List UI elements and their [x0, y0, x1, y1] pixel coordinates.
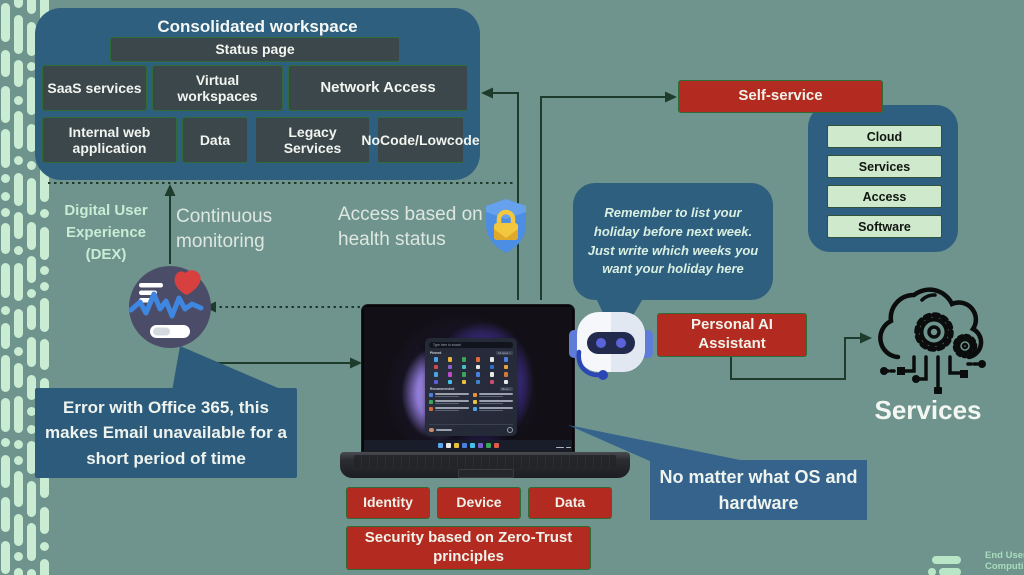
laptop-keyboard: [354, 455, 616, 468]
connector-laptop-to-workspace: [492, 92, 519, 300]
logo-line2: Computing: [985, 561, 1024, 573]
workspace-title: Consolidated workspace: [157, 17, 358, 36]
start-search-input: Type here to search: [429, 342, 513, 348]
all-apps-button: All apps >: [495, 351, 513, 355]
dex-icon: [128, 266, 211, 348]
continuous-monitoring-label: Continuous monitoring: [176, 206, 273, 253]
taskbar: [364, 440, 572, 451]
pinned-label: Pinned: [430, 351, 442, 355]
self-service-option-cloud: Cloud: [827, 125, 942, 148]
error-callout-tail: [172, 346, 285, 391]
laptop-screen: Type here to search Pinned All apps > Re…: [361, 304, 575, 452]
self-service-panel: Cloud Services Access Software: [808, 105, 958, 252]
lock-icon: [486, 199, 526, 253]
error-callout: Error with Office 365, this makes Email …: [35, 388, 297, 478]
laptop-trackpad: [458, 469, 514, 478]
recommended-list: [429, 393, 513, 411]
power-icon: [507, 427, 513, 433]
assistant-speech-bubble: Remember to list your holiday before nex…: [573, 183, 773, 300]
os-callout: No matter what OS and hardware: [650, 460, 867, 520]
zero-trust-box: Security based on Zero-Trust principles: [346, 526, 591, 570]
identity-box: Identity: [346, 487, 430, 519]
connector-laptop-to-selfservice: [540, 96, 666, 300]
saas-services-box: SaaS services: [42, 65, 147, 111]
pinned-apps-grid: [429, 357, 513, 384]
access-health-label: Access based on health status: [338, 204, 483, 251]
connector-assistant-to-cloud: [730, 337, 862, 380]
data-box: Data: [182, 117, 248, 163]
logo-line1: End User: [985, 550, 1024, 561]
services-label: Services: [874, 395, 982, 425]
personal-ai-assistant-box: Personal AI Assistant: [657, 313, 807, 357]
cloud-icon: [878, 287, 986, 394]
data-pillar-box: Data: [528, 487, 612, 519]
laptop: Type here to search Pinned All apps > Re…: [340, 300, 630, 482]
start-menu: Type here to search Pinned All apps > Re…: [425, 338, 517, 436]
laptop-base: [340, 452, 630, 478]
os-callout-tail: [568, 425, 750, 462]
user-avatar: [429, 427, 434, 433]
network-access-box: Network Access: [288, 65, 468, 111]
recommended-label: Recommended: [430, 387, 455, 391]
legacy-services-box: Legacy Services: [255, 117, 370, 163]
robot-icon: [569, 312, 653, 380]
more-button: More >: [499, 387, 513, 391]
nocode-lowcode-box: NoCode/Lowcode: [361, 117, 480, 163]
device-box: Device: [437, 487, 521, 519]
status-page-box: Status page: [110, 37, 400, 62]
virtual-workspaces-box: Virtual workspaces: [152, 65, 283, 111]
self-service-option-services: Services: [827, 155, 942, 178]
self-service-option-access: Access: [827, 185, 942, 208]
internal-web-application-box: Internal web application: [42, 117, 177, 163]
dex-label: Digital User Experience (DEX): [64, 202, 148, 263]
self-service-option-software: Software: [827, 215, 942, 238]
self-service-box: Self-service: [678, 80, 883, 113]
heart-glyph: [174, 270, 201, 295]
consolidated-workspace-panel: Consolidated workspace Status page SaaS …: [35, 8, 480, 180]
